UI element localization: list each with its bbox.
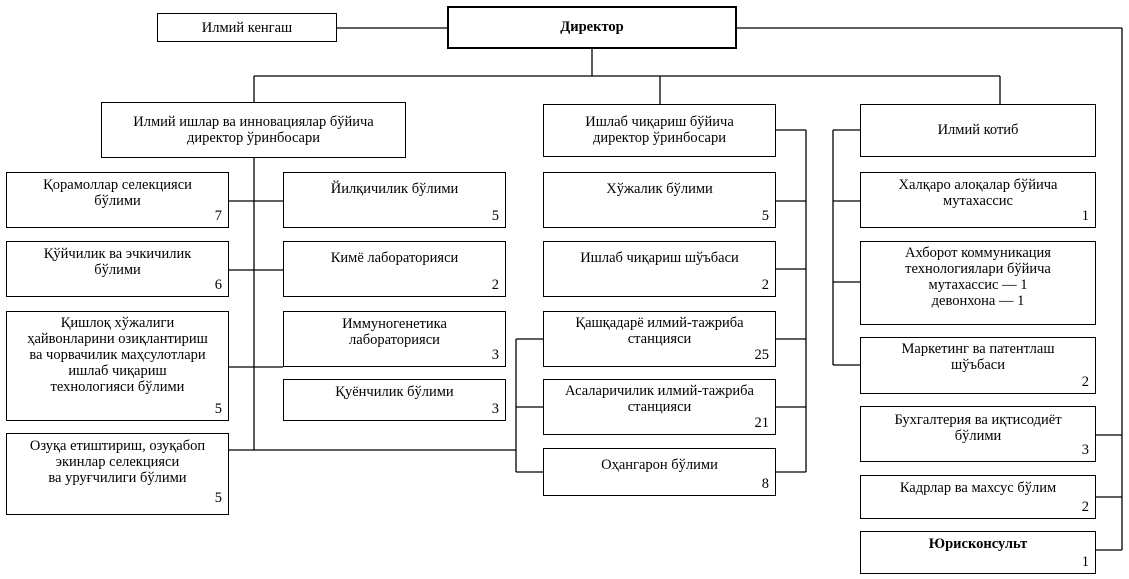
staff-count: 6 <box>214 277 222 293</box>
deputy-production-box: Ишлаб чиқариш бўйича директор ўринбосари <box>543 104 776 157</box>
unit-label: Қўйчилик ва эчкичилик бўлими <box>43 246 192 278</box>
unit-box: Қорамоллар селекцияси бўлими 7 <box>6 172 229 228</box>
council-box: Илмий кенгаш <box>157 13 337 42</box>
unit-box: Қишлоқ хўжалиги ҳайвонларини озиқлантири… <box>6 311 229 421</box>
unit-label: Озуқа етиштириш, озуқабоп экинлар селекц… <box>29 438 206 486</box>
unit-box: Бухгалтерия ва иқтисодиёт бўлими 3 <box>860 406 1096 462</box>
unit-label: Маркетинг ва патентлаш шўъбаси <box>901 341 1055 373</box>
unit-label: Ахборот коммуникация технологиялари бўйи… <box>905 245 1051 309</box>
staff-count: 2 <box>491 277 499 293</box>
unit-label: Кадрлар ва махсус бўлим <box>899 480 1057 496</box>
staff-count: 25 <box>754 347 770 363</box>
scientific-secretary-box: Илмий котиб <box>860 104 1096 157</box>
unit-label: Иммуногенетика лабораторияси <box>342 316 447 348</box>
unit-label: Хўжалик бўлими <box>606 181 713 197</box>
director-box: Директор <box>447 6 737 49</box>
unit-box: Йилқичилик бўлими 5 <box>283 172 506 228</box>
staff-count: 3 <box>491 347 499 363</box>
unit-label: Йилқичилик бўлими <box>330 181 459 197</box>
council-label: Илмий кенгаш <box>201 20 293 36</box>
unit-label: Бухгалтерия ва иқтисодиёт бўлими <box>894 412 1062 444</box>
unit-box: Ишлаб чиқариш шўъбаси 2 <box>543 241 776 297</box>
unit-box: Хўжалик бўлими 5 <box>543 172 776 228</box>
staff-count: 21 <box>754 415 770 431</box>
deputy-innovation-label: Илмий ишлар ва инновациялар бўйича дирек… <box>133 114 374 146</box>
unit-label: Юрисконсульт <box>928 536 1028 552</box>
unit-box: Қашқадарё илмий-тажриба станцияси 25 <box>543 311 776 367</box>
unit-label: Қишлоқ хўжалиги ҳайвонларини озиқлантири… <box>27 315 208 395</box>
unit-box: Халқаро алоқалар бўйича мутахассис 1 <box>860 172 1096 228</box>
unit-box: Маркетинг ва патентлаш шўъбаси 2 <box>860 337 1096 394</box>
unit-box: Ахборот коммуникация технологиялари бўйи… <box>860 241 1096 325</box>
staff-count: 5 <box>761 208 769 224</box>
staff-count: 3 <box>491 401 499 417</box>
unit-label: Халқаро алоқалар бўйича мутахассис <box>898 177 1058 209</box>
staff-count: 8 <box>761 476 769 492</box>
unit-box: Кимё лабораторияси 2 <box>283 241 506 297</box>
staff-count: 5 <box>214 401 222 417</box>
director-label: Директор <box>560 19 624 35</box>
deputy-production-label: Ишлаб чиқариш бўйича директор ўринбосари <box>585 114 734 146</box>
unit-box: Оҳангарон бўлими 8 <box>543 448 776 496</box>
scientific-secretary-label: Илмий котиб <box>937 122 1019 138</box>
staff-count: 5 <box>214 490 222 506</box>
unit-box: Асаларичилик илмий-тажриба станцияси 21 <box>543 379 776 435</box>
unit-box: Қуёнчилик бўлими 3 <box>283 379 506 421</box>
staff-count: 2 <box>1081 374 1089 390</box>
staff-count: 3 <box>1081 442 1089 458</box>
staff-count: 7 <box>214 208 222 224</box>
unit-box: Иммуногенетика лабораторияси 3 <box>283 311 506 367</box>
unit-label: Оҳангарон бўлими <box>601 457 718 473</box>
staff-count: 2 <box>761 277 769 293</box>
unit-label: Қорамоллар селекцияси бўлими <box>43 177 192 209</box>
unit-label: Қашқадарё илмий-тажриба станцияси <box>575 315 744 347</box>
unit-box: Қўйчилик ва эчкичилик бўлими 6 <box>6 241 229 297</box>
unit-box: Юрисконсульт 1 <box>860 531 1096 574</box>
unit-label: Қуёнчилик бўлими <box>335 384 454 400</box>
unit-label: Асаларичилик илмий-тажриба станцияси <box>565 383 754 415</box>
unit-box: Кадрлар ва махсус бўлим 2 <box>860 475 1096 519</box>
staff-count: 1 <box>1081 554 1089 570</box>
unit-box: Озуқа етиштириш, озуқабоп экинлар селекц… <box>6 433 229 515</box>
deputy-innovation-box: Илмий ишлар ва инновациялар бўйича дирек… <box>101 102 406 158</box>
staff-count: 5 <box>491 208 499 224</box>
staff-count: 1 <box>1081 208 1089 224</box>
unit-label: Ишлаб чиқариш шўъбаси <box>580 250 739 266</box>
unit-label: Кимё лабораторияси <box>330 250 459 266</box>
staff-count: 2 <box>1081 499 1089 515</box>
